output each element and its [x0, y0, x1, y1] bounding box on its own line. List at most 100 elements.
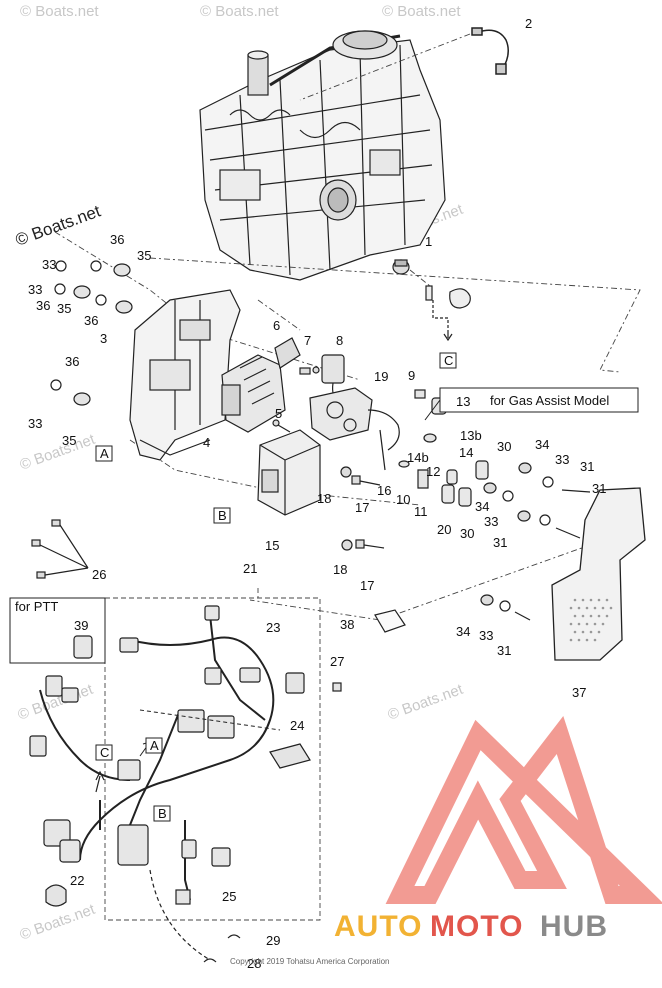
- part-15-ecu: [257, 429, 321, 516]
- callout-7: 7: [304, 333, 311, 348]
- watermark-site: © Boats.net: [200, 3, 279, 20]
- watermark-site-dark: © Boats.net: [13, 201, 103, 249]
- connector-b-label: B: [158, 806, 167, 821]
- callout-26: 26: [92, 567, 106, 582]
- connector-box-c: C: [439, 352, 457, 369]
- callout-20: 20: [437, 522, 451, 537]
- ptt-box: [9, 597, 106, 664]
- leader-lines-upper: [54, 33, 641, 621]
- connector-box-a: A: [95, 445, 113, 462]
- callout-16: 16: [377, 483, 391, 498]
- callout-28: 28: [247, 956, 261, 971]
- callout-labels: 1 2 3 4 5 6 7 8 9 10 11 12 13 13b 14 14b…: [28, 16, 606, 971]
- callout-36: 36: [110, 232, 124, 247]
- callout-8: 8: [336, 333, 343, 348]
- callout-30: 30: [497, 439, 511, 454]
- connector-a-label: A: [150, 738, 159, 753]
- automotohub-logo: [385, 715, 662, 904]
- watermark-site: © Boats.net: [382, 3, 461, 20]
- callout-30: 30: [460, 526, 474, 541]
- callout-14: 14: [459, 445, 473, 460]
- callout-21: 21: [243, 561, 257, 576]
- callout-17: 17: [360, 578, 374, 593]
- callout-36: 36: [84, 313, 98, 328]
- callout-27: 27: [330, 654, 344, 669]
- brand-moto: MOTO: [430, 910, 523, 943]
- copyright-text: Copyright 2019 Tohatsu America Corporati…: [230, 957, 390, 966]
- callout-34: 34: [475, 499, 489, 514]
- connector-box-c: C: [95, 744, 113, 761]
- callout-33: 33: [484, 514, 498, 529]
- gas-assist-note-text: for Gas Assist Model: [490, 393, 609, 408]
- callout-33: 33: [42, 257, 56, 272]
- automotohub-wordmark: AUTO MOTO HUB: [334, 910, 608, 943]
- callout-33: 33: [28, 416, 42, 431]
- harness-connectors: [29, 605, 261, 867]
- callout-33: 33: [479, 628, 493, 643]
- engine-block: [199, 30, 446, 281]
- brand-hub: HUB: [540, 910, 608, 943]
- callout-4: 4: [203, 435, 210, 450]
- ignition-cluster: [309, 387, 400, 471]
- connector-c-label: C: [100, 745, 109, 760]
- callout-5: 5: [275, 406, 282, 421]
- callout-36: 36: [65, 354, 79, 369]
- callout-19: 19: [374, 369, 388, 384]
- callout-12: 12: [426, 464, 440, 479]
- callout-1: 1: [425, 234, 432, 249]
- callout-14b: 14b: [407, 450, 429, 465]
- callout-37: 37: [572, 685, 586, 700]
- harness-parts: [45, 672, 342, 963]
- watermark-site: © Boats.net: [18, 431, 98, 474]
- part-37-cover: [551, 487, 646, 661]
- callout-23: 23: [266, 620, 280, 635]
- callout-10: 10: [396, 492, 410, 507]
- callout-35: 35: [137, 248, 151, 263]
- part-26-screws: [31, 519, 89, 579]
- callout-31: 31: [580, 459, 594, 474]
- watermark-site: © Boats.net: [18, 901, 98, 944]
- callout-13b: 13b: [460, 428, 482, 443]
- part-38-label: [374, 609, 406, 633]
- callout-33: 33: [28, 282, 42, 297]
- callout-31: 31: [592, 481, 606, 496]
- callout-31: 31: [497, 643, 511, 658]
- ptt-note-text: for PTT: [15, 599, 58, 614]
- connector-c-label: C: [444, 353, 453, 368]
- gas-assist-note: for Gas Assist Model: [424, 387, 639, 421]
- right-fasteners: [480, 462, 591, 621]
- callout-36: 36: [36, 298, 50, 313]
- part-1-sensor: [392, 259, 410, 275]
- connector-a-label: A: [100, 446, 109, 461]
- callout-33: 33: [555, 452, 569, 467]
- callout-38: 38: [340, 617, 354, 632]
- callout-9: 9: [408, 368, 415, 383]
- bolts-17-18: [340, 466, 385, 551]
- brand-auto: AUTO: [334, 910, 422, 943]
- watermark-site: © Boats.net: [20, 3, 99, 20]
- callout-3: 3: [100, 331, 107, 346]
- callout-34: 34: [535, 437, 549, 452]
- callout-6: 6: [273, 318, 280, 333]
- callout-11: 11: [414, 504, 428, 519]
- callout-15: 15: [265, 538, 279, 553]
- callout-18: 18: [333, 562, 347, 577]
- callout-22: 22: [70, 873, 84, 888]
- spark-caps: [441, 460, 489, 507]
- watermark-site: © Boats.net: [386, 681, 466, 724]
- callout-17: 17: [355, 500, 369, 515]
- connector-box-b: B: [213, 507, 231, 524]
- callout-39: 39: [74, 618, 88, 633]
- callout-29: 29: [266, 933, 280, 948]
- connector-b-label: B: [218, 508, 227, 523]
- callout-24: 24: [290, 718, 304, 733]
- callout-2: 2: [525, 16, 532, 31]
- small-fasteners: [272, 337, 320, 433]
- part-2-sensor: [471, 27, 509, 75]
- callout-18: 18: [317, 491, 331, 506]
- callout-25: 25: [222, 889, 236, 904]
- callout-35: 35: [57, 301, 71, 316]
- harness-dashed-box: [104, 588, 321, 921]
- connector-box-b: B: [153, 805, 171, 822]
